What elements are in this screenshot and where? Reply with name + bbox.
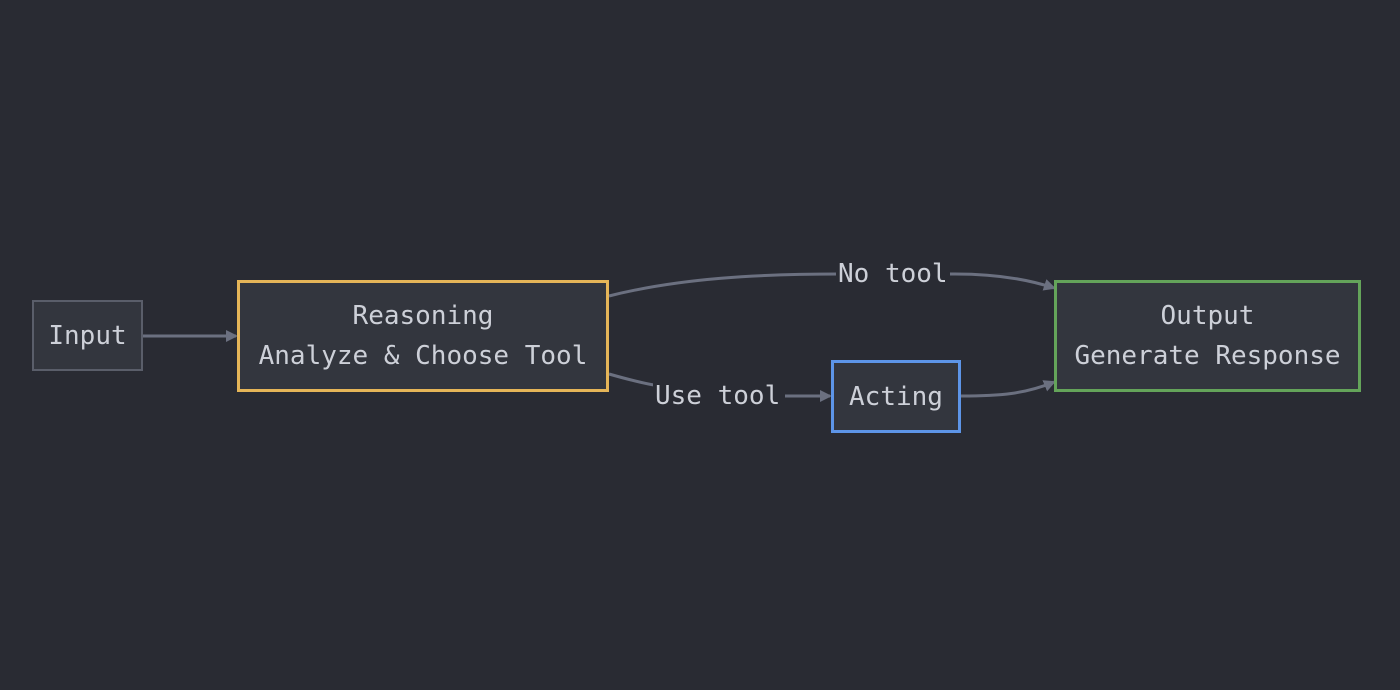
output-node[interactable]: Output Generate Response [1054,280,1361,392]
reasoning-node-title: Reasoning [352,301,494,331]
input-node[interactable]: Input [32,300,143,371]
acting-node-label: Acting [849,381,943,412]
input-node-label: Input [48,320,127,351]
output-node-subtitle: Generate Response [1074,341,1341,371]
reasoning-node[interactable]: Reasoning Analyze & Choose Tool [237,280,609,392]
edge-reasoning-to-output [608,272,1056,298]
output-node-title: Output [1160,301,1255,331]
reasoning-node-subtitle: Analyze & Choose Tool [258,341,588,371]
acting-node[interactable]: Acting [831,360,961,433]
edge-acting-to-output [960,380,1056,398]
edge-label-no-tool: No tool [836,257,950,291]
edge-label-use-tool: Use tool [653,379,783,413]
